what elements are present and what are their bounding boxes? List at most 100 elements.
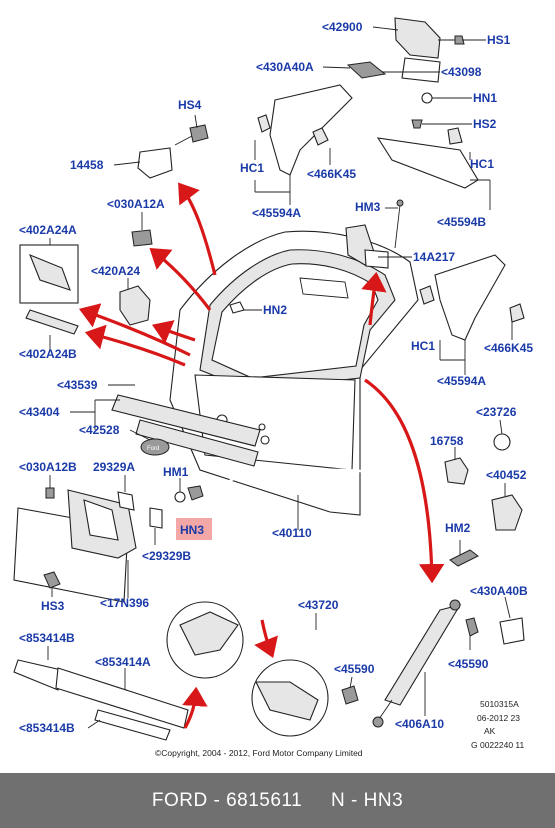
label-45594B: <45594B (437, 215, 486, 229)
hn3-highlight (176, 518, 212, 540)
bolt-45590-right (465, 617, 479, 637)
screw-HS3 (43, 571, 61, 589)
label-42900: <42900 (322, 20, 363, 34)
label-HM3: HM3 (355, 200, 381, 214)
label-23726: <23726 (476, 405, 517, 419)
label-29329A: 29329A (93, 460, 135, 474)
label-HC1-a: HC1 (240, 161, 264, 175)
label-HS1: HS1 (487, 33, 511, 47)
footer-bar: FORD - 6815611 N - HN3 (0, 773, 555, 828)
copyright: ©Copyright, 2004 - 2012, Ford Motor Comp… (155, 748, 363, 758)
svg-text:Ford: Ford (147, 446, 159, 452)
label-HS2: HS2 (473, 117, 497, 131)
nut-HN3 (187, 485, 204, 501)
label-45594A-a: <45594A (252, 206, 301, 220)
leader-lines (47, 26, 513, 729)
label-402A24B: <402A24B (19, 347, 77, 361)
badge-402A24A (19, 244, 79, 304)
clip-030A12A (131, 229, 153, 247)
bolt-45590-left (341, 685, 359, 705)
screw-HS2 (411, 119, 423, 129)
label-853414A: <853414A (95, 655, 151, 669)
label-14A217: 14A217 (413, 250, 455, 264)
labels: <42900 HS1 <430A40A <43098 HN1 HS4 HS2 1… (19, 20, 533, 735)
label-420A24: <420A24 (91, 264, 140, 278)
lock-14A217 (345, 199, 404, 269)
label-HN3: HN3 (180, 523, 204, 537)
scuff-853414B-bottom (94, 709, 171, 741)
ref-line-3: AK (484, 726, 496, 736)
scuff-853414A (55, 667, 189, 729)
arrow-14458 (178, 182, 217, 276)
label-853414B: <853414B (19, 631, 75, 645)
nut-HN1 (421, 92, 433, 104)
label-29329B: <29329B (142, 549, 191, 563)
label-45590-b: <45590 (448, 657, 489, 671)
label-43404: <43404 (19, 405, 60, 419)
ref-line-4: G 0022240 11 (471, 740, 525, 750)
label-42528: <42528 (79, 423, 120, 437)
label-HS4: HS4 (178, 98, 202, 112)
ref-line-1: 5010315A (480, 699, 519, 709)
label-406A10: <406A10 (395, 717, 444, 731)
spoiler-45594B (376, 127, 479, 189)
label-HM2: HM2 (445, 521, 471, 535)
bracket-29329B (149, 507, 163, 529)
arrow-detail-right (254, 619, 278, 658)
bracket-29329A (117, 491, 135, 511)
label-430A40B: <430A40B (470, 584, 528, 598)
label-402A24A: <402A24A (19, 223, 77, 237)
label-HM1: HM1 (163, 465, 189, 479)
hinge-42900 (394, 17, 465, 83)
plate-17N396 (13, 489, 137, 603)
label-HN1: HN1 (473, 91, 497, 105)
diagram-canvas: Ford (13, 17, 533, 758)
label-43539: <43539 (57, 378, 98, 392)
plate-430A40A (346, 61, 387, 79)
label-43098: <43098 (441, 65, 482, 79)
pin-HM2 (449, 549, 479, 567)
label-14458: 14458 (70, 158, 104, 172)
arrow-030A12A (149, 248, 212, 311)
label-43720: <43720 (298, 598, 339, 612)
label-030A12B: <030A12B (19, 460, 77, 474)
bracket-420A24 (119, 285, 151, 326)
label-HC1-c: HC1 (411, 339, 435, 353)
plug-23726 (493, 433, 511, 451)
footer-part-number: FORD - 6815611 N - HN3 (151, 789, 404, 811)
arrow-420A24 (152, 320, 196, 344)
label-17N396: <17N396 (100, 596, 149, 610)
label-HC1-b: HC1 (470, 157, 494, 171)
label-466K45-b: <466K45 (484, 341, 533, 355)
spoiler-45594A-right (419, 254, 525, 341)
nut-HM1 (174, 491, 186, 503)
label-466K45-a: <466K45 (307, 167, 356, 181)
label-40452: <40452 (486, 468, 527, 482)
label-HS3: HS3 (41, 599, 65, 613)
moulding-43404: Ford (111, 394, 261, 467)
label-030A12A: <030A12A (107, 197, 165, 211)
clip-030A12B (45, 487, 55, 499)
arrow-detail-left (182, 686, 208, 729)
tailgate-40110 (169, 230, 419, 516)
detail-circle-left (166, 601, 244, 679)
bumper-16758 (444, 457, 469, 485)
bracket-430A40B (499, 617, 525, 645)
arrow-402A24B (84, 324, 186, 367)
label-853414B-2: <853414B (19, 721, 75, 735)
arrow-402A24A (78, 303, 191, 357)
label-45590-a: <45590 (334, 662, 375, 676)
label-45594A-b: <45594A (437, 374, 486, 388)
label-HN2: HN2 (263, 303, 287, 317)
spoiler-45594A-top (257, 84, 353, 176)
label-430A40A: <430A40A (256, 60, 314, 74)
striker-40452 (491, 494, 523, 531)
detail-circle-right (251, 659, 329, 737)
arrow-406A10 (364, 378, 445, 584)
bracket-14458 (137, 124, 209, 179)
label-40110: <40110 (272, 526, 312, 540)
ref-line-2: 06-2012 23 (477, 713, 520, 723)
reference-block: 5010315A 06-2012 23 AK G 0022240 11 (471, 699, 525, 750)
arrow-14A217 (361, 271, 387, 326)
